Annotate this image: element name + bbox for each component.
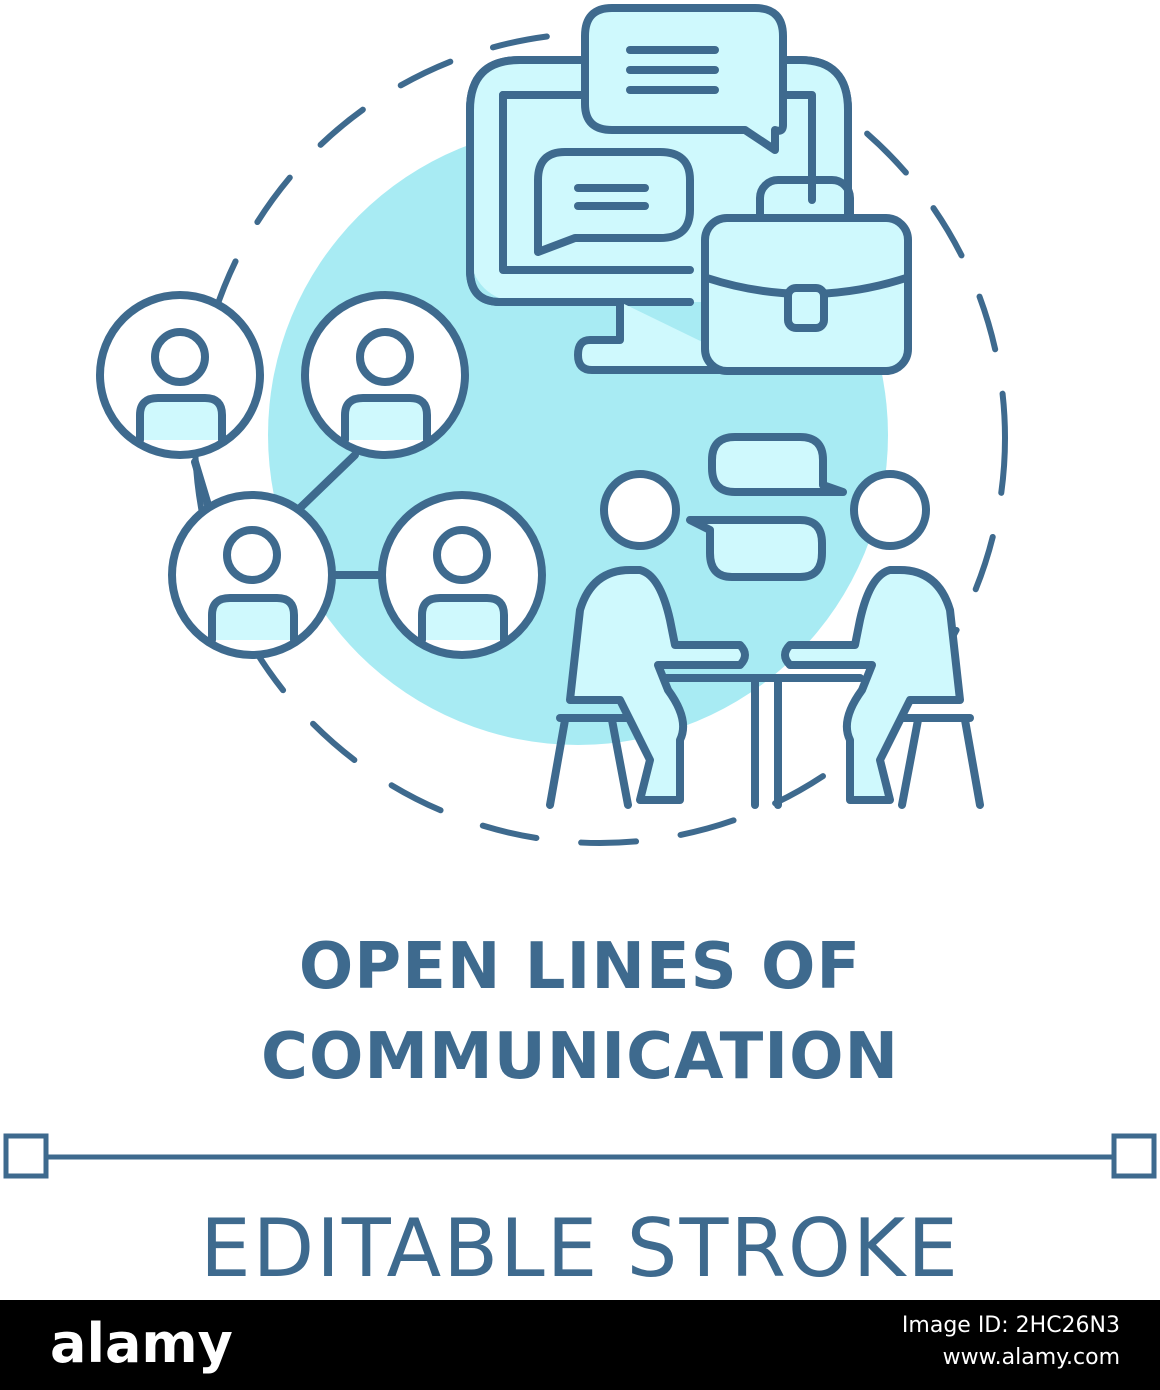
editable-stroke-label: EDITABLE STROKE xyxy=(200,1202,960,1295)
image-id-label: Image ID: 2HC26N3 xyxy=(901,1313,1120,1338)
left-anchor-square xyxy=(3,1133,49,1179)
watermark-info: Image ID: 2HC26N3 www.alamy.com xyxy=(902,1310,1120,1374)
alamy-logo: alamy xyxy=(50,1312,233,1375)
title-line-2: COMMUNICATION xyxy=(260,1020,900,1094)
meeting-people-icon xyxy=(546,433,984,809)
concept-illustration xyxy=(96,4,1008,846)
watermark-bar xyxy=(0,1300,1160,1390)
team-network-icon xyxy=(96,291,546,659)
briefcase-icon xyxy=(701,176,912,375)
editable-stroke-line xyxy=(3,1133,1157,1179)
right-anchor-square xyxy=(1111,1133,1157,1179)
site-url: www.alamy.com xyxy=(942,1345,1120,1370)
title-line-1: OPEN LINES OF xyxy=(298,930,862,1004)
